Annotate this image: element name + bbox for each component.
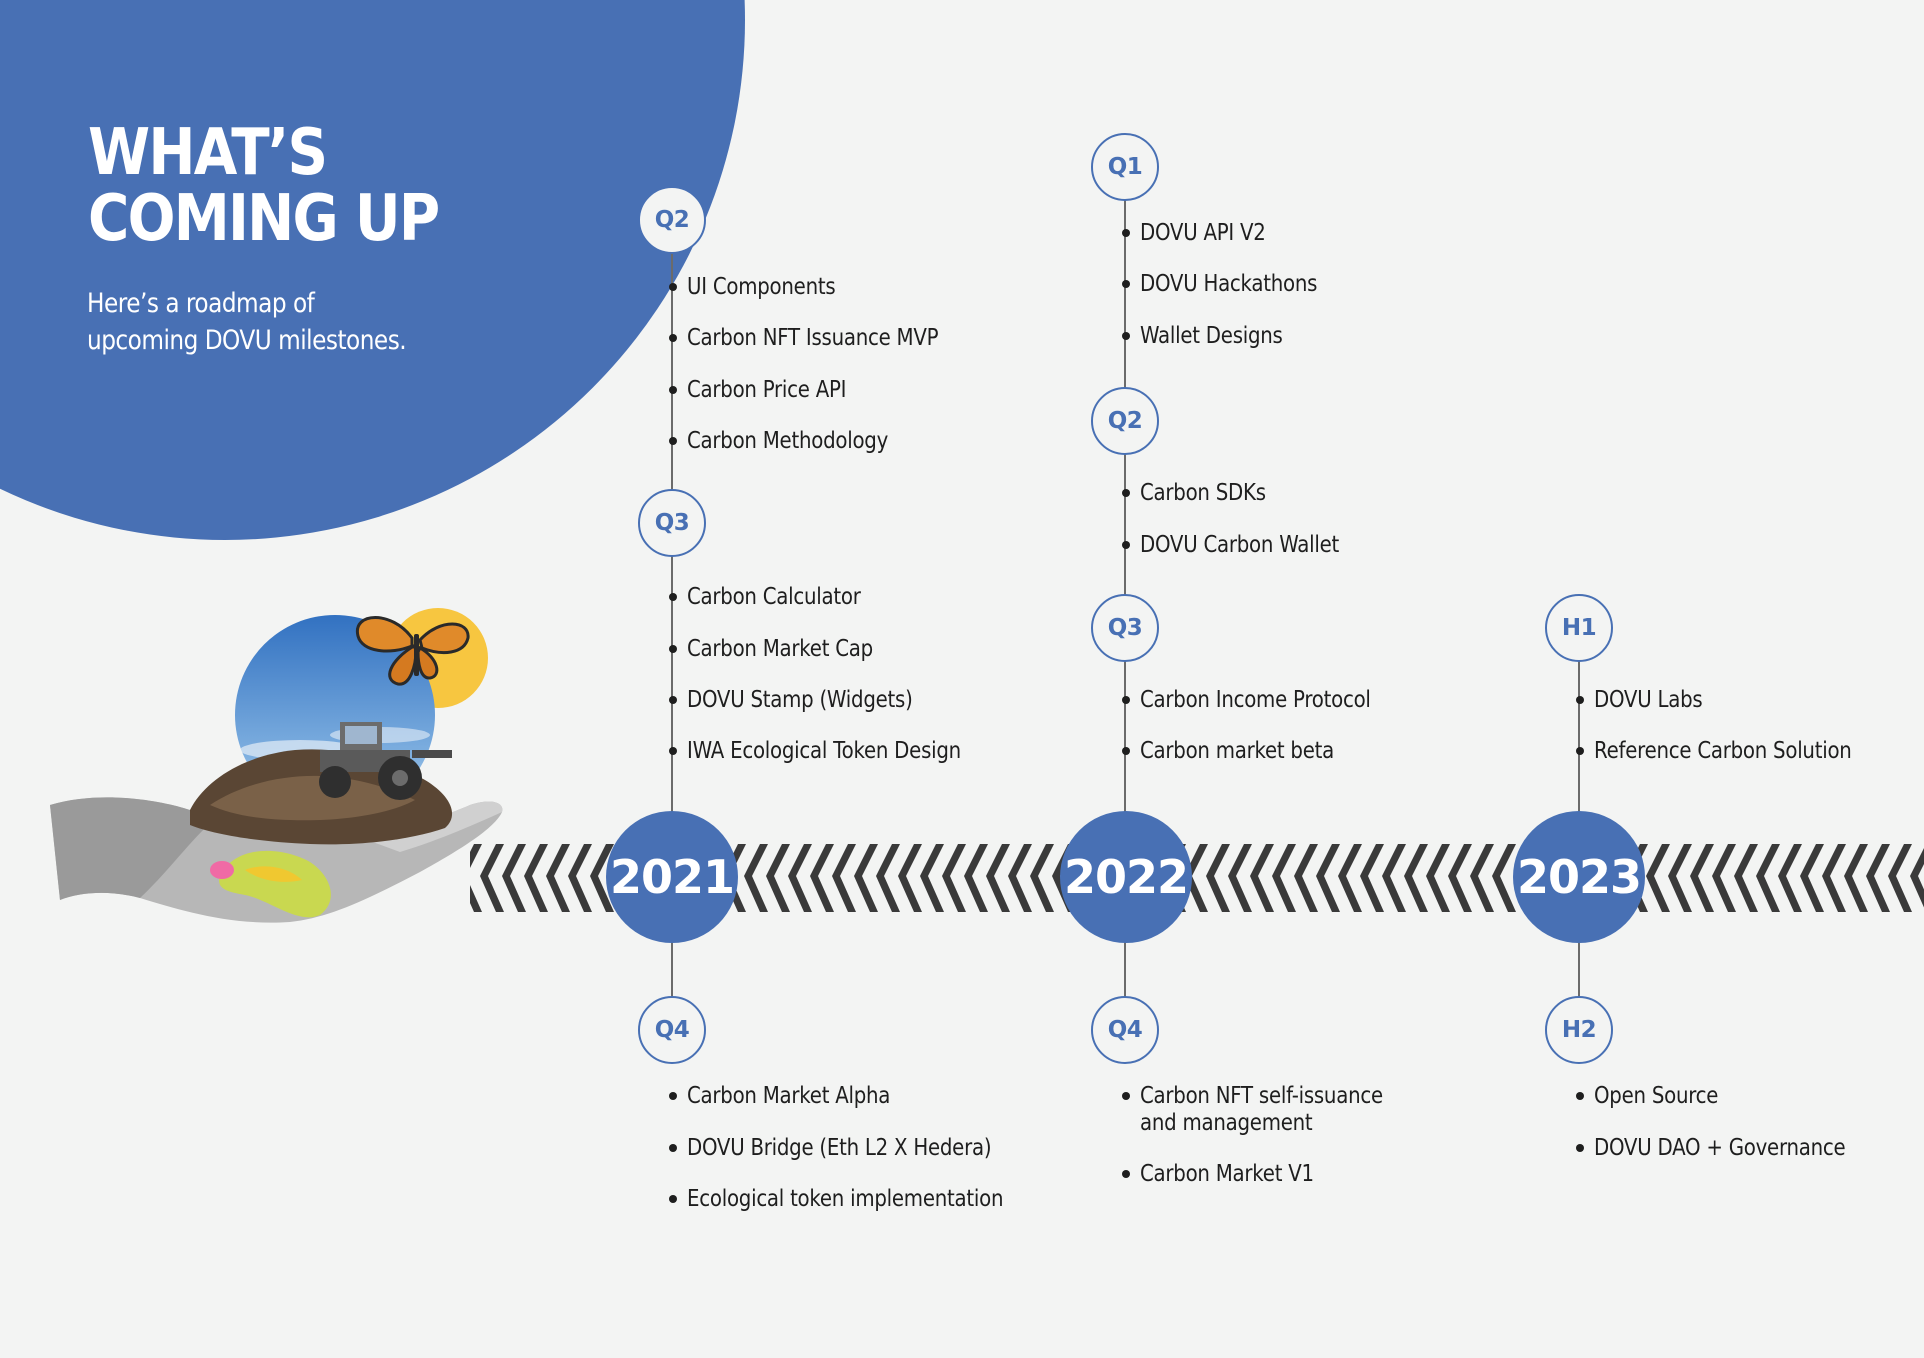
tread-lug (470, 844, 482, 912)
milestone-item: DOVU Carbon Wallet (1122, 532, 1371, 558)
year-badge-2021: 2021 (606, 811, 738, 943)
tread-lug (1448, 844, 1472, 912)
subtitle-line-1: Here’s a roadmap of (87, 288, 315, 319)
tread-lug (502, 844, 526, 912)
milestone-item: Wallet Designs (1122, 323, 1306, 349)
tread-lug (810, 844, 834, 912)
half-badge-2023-h2: H2 (1545, 996, 1613, 1064)
milestone-item: Reference Carbon Solution (1576, 738, 1894, 764)
tread-lug (920, 844, 944, 912)
milestone-item: Open Source (1576, 1083, 1738, 1109)
hero-circle (0, 0, 745, 540)
tread-lug (1778, 844, 1802, 912)
tread-lug (876, 844, 900, 912)
tread-lug (1206, 844, 1230, 912)
tread-lug (524, 844, 548, 912)
tread-lug (1712, 844, 1736, 912)
tread-lug (1910, 848, 1924, 908)
tread-lug (942, 844, 966, 912)
tread-lug (1866, 844, 1890, 912)
milestone-item: Carbon Market Cap (669, 636, 903, 662)
tread-lug (744, 844, 768, 912)
tread-lug (1008, 844, 1032, 912)
milestone-item: DOVU DAO + Governance (1576, 1135, 1886, 1161)
butterfly-icon (356, 616, 470, 686)
tread-lug (766, 844, 790, 912)
milestone-item: DOVU Bridge (Eth L2 X Hedera) (669, 1135, 1041, 1161)
tread-lug (788, 844, 812, 912)
title-line-1: WHAT’S (88, 116, 328, 190)
tread-lug (1470, 844, 1494, 912)
tread-lug (1250, 844, 1274, 912)
tread-lug (832, 844, 856, 912)
quarter-badge-2021-q2: Q2 (638, 186, 706, 254)
tread-lug (480, 844, 504, 912)
tread-lug (1294, 844, 1318, 912)
title-line-2: COMING UP (88, 182, 440, 256)
flower-icon (210, 850, 331, 918)
tread-lug (1338, 844, 1362, 912)
quarter-badge-2022-q3: Q3 (1091, 594, 1159, 662)
milestone-item: Carbon Price API (669, 377, 872, 403)
milestone-item: IWA Ecological Token Design (669, 738, 1006, 764)
tread-lug (1888, 844, 1912, 912)
tread-lug (1844, 844, 1868, 912)
tread-lug (1316, 844, 1340, 912)
milestone-item: Carbon NFT self-issuance (1122, 1083, 1422, 1109)
milestone-item: UI Components (669, 274, 860, 300)
milestone-item: Carbon NFT Issuance MVP (669, 325, 979, 351)
quarter-badge-2021-q3: Q3 (638, 489, 706, 557)
quarter-badge-2022-q1: Q1 (1091, 133, 1159, 201)
quarter-badge-2022-q4: Q4 (1091, 996, 1159, 1064)
subtitle-line-2: upcoming DOVU milestones. (87, 325, 407, 356)
milestone-item: DOVU Labs (1576, 687, 1720, 713)
tread-lug (1800, 844, 1824, 912)
tread-lug (1492, 844, 1516, 912)
tread-lug (1426, 844, 1450, 912)
milestone-item: Carbon Methodology (669, 428, 921, 454)
tread-lug (1822, 844, 1846, 912)
milestone-item: Carbon Market V1 (1122, 1161, 1342, 1187)
tread-lug (1756, 844, 1780, 912)
milestone-item: Carbon Market Alpha (669, 1083, 923, 1109)
tread-lug (546, 844, 570, 912)
milestone-item: Carbon SDKs (1122, 480, 1286, 506)
tread-lug (1668, 844, 1692, 912)
tread-lug (1360, 844, 1384, 912)
milestone-item-continued: and management (1140, 1110, 1313, 1136)
tread-lug (1382, 844, 1406, 912)
year-badge-2023: 2023 (1513, 811, 1645, 943)
milestone-item: DOVU Hackathons (1122, 271, 1346, 297)
milestone-item: Ecological token implementation (669, 1186, 1055, 1212)
quarter-badge-2022-q2: Q2 (1091, 387, 1159, 455)
tread-lug (898, 844, 922, 912)
milestone-item: Carbon market beta (1122, 738, 1366, 764)
half-badge-2023-h1: H1 (1545, 594, 1613, 662)
tread-lug (568, 844, 592, 912)
milestone-item: DOVU API V2 (1122, 220, 1286, 246)
tread-lug (1690, 844, 1714, 912)
year-badge-2022: 2022 (1060, 811, 1192, 943)
page-title: WHAT’S COMING UP (88, 116, 440, 256)
tread-lug (964, 844, 988, 912)
connector-line-2021 (671, 254, 673, 1024)
tread-lug (1404, 844, 1428, 912)
tractor-icon (319, 722, 452, 800)
page-subtitle: Here’s a roadmap of upcoming DOVU milest… (87, 285, 407, 359)
tread-lug (590, 844, 614, 912)
tread-lug (854, 844, 878, 912)
tread-lug (1272, 844, 1296, 912)
milestone-item: Carbon Calculator (669, 584, 889, 610)
quarter-badge-2021-q4: Q4 (638, 996, 706, 1064)
tread-lug (1228, 844, 1252, 912)
tread-lug (1030, 844, 1054, 912)
tread-lug (1734, 844, 1758, 912)
milestone-item: Carbon Income Protocol (1122, 687, 1408, 713)
tread-lug (1646, 844, 1670, 912)
tread-lug (986, 844, 1010, 912)
milestone-item: DOVU Stamp (Widgets) (669, 687, 949, 713)
hand-tractor-illustration (50, 608, 503, 923)
